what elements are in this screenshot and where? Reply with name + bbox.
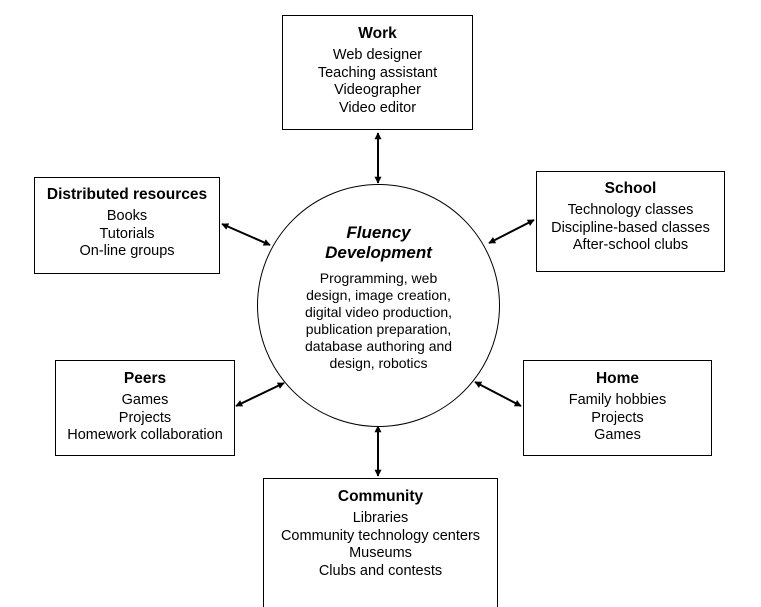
- node-item-list: Books Tutorials On-line groups: [35, 208, 219, 261]
- center-title-line: Fluency: [346, 223, 411, 242]
- node-item-list: Family hobbies Projects Games: [524, 392, 711, 445]
- node-item: Discipline-based classes: [551, 219, 710, 236]
- node-item: Web designer: [332, 47, 423, 63]
- node-item: After-school clubs: [572, 237, 689, 253]
- node-title: Peers: [123, 370, 167, 387]
- node-peers: Peers Games Projects Homework collaborat…: [55, 360, 235, 456]
- node-item: Community technology centers: [280, 527, 481, 544]
- node-item-list: Web designer Teaching assistant Videogra…: [283, 47, 472, 117]
- node-item: Homework collaboration: [67, 427, 223, 443]
- node-item: Projects: [591, 409, 644, 426]
- center-description-line: design, robotics: [329, 355, 428, 371]
- arrow-home: [474, 381, 522, 407]
- center-description-line: digital video production,: [304, 304, 453, 320]
- node-school: School Technology classes Discipline-bas…: [536, 171, 725, 272]
- node-item: Tutorials: [99, 225, 155, 242]
- node-item: Family hobbies: [568, 392, 667, 408]
- node-distributed-resources: Distributed resources Books Tutorials On…: [34, 177, 220, 274]
- node-item-list: Technology classes Discipline-based clas…: [537, 202, 724, 255]
- node-title: Distributed resources: [46, 186, 208, 203]
- node-item: Books: [106, 208, 148, 224]
- center-description-line: database authoring and: [304, 338, 453, 354]
- node-title: Work: [358, 25, 397, 42]
- node-community: Community Libraries Community technology…: [263, 478, 498, 607]
- node-title: School: [604, 180, 657, 197]
- node-item-list: Games Projects Homework collaboration: [56, 392, 234, 445]
- node-item: Clubs and contests: [318, 562, 443, 579]
- center-description: Programming, web design, image creation,…: [258, 270, 499, 372]
- center-title: Fluency Development: [258, 223, 499, 263]
- node-work: Work Web designer Teaching assistant Vid…: [282, 15, 473, 130]
- center-description-line: Programming, web: [319, 270, 438, 286]
- node-item: Games: [594, 427, 641, 443]
- node-item: Videographer: [334, 82, 421, 98]
- node-item-list: Libraries Community technology centers M…: [264, 510, 497, 580]
- node-title: Home: [595, 370, 640, 387]
- node-title: Community: [337, 488, 424, 505]
- node-home: Home Family hobbies Projects Games: [523, 360, 712, 456]
- center-circle: Fluency Development Programming, web des…: [257, 184, 500, 427]
- center-description-line: design, image creation,: [306, 287, 451, 303]
- node-item: Teaching assistant: [317, 64, 438, 81]
- node-item: Games: [121, 392, 169, 408]
- node-item: Libraries: [352, 510, 409, 526]
- center-description-line: publication preparation,: [305, 321, 452, 337]
- node-item: Video editor: [338, 99, 417, 116]
- center-title-line: Development: [325, 243, 432, 262]
- arrow-peers: [235, 382, 285, 407]
- node-item: Projects: [118, 409, 172, 426]
- node-item: Technology classes: [567, 202, 694, 218]
- node-item: On-line groups: [79, 243, 175, 259]
- node-item: Museums: [349, 545, 412, 561]
